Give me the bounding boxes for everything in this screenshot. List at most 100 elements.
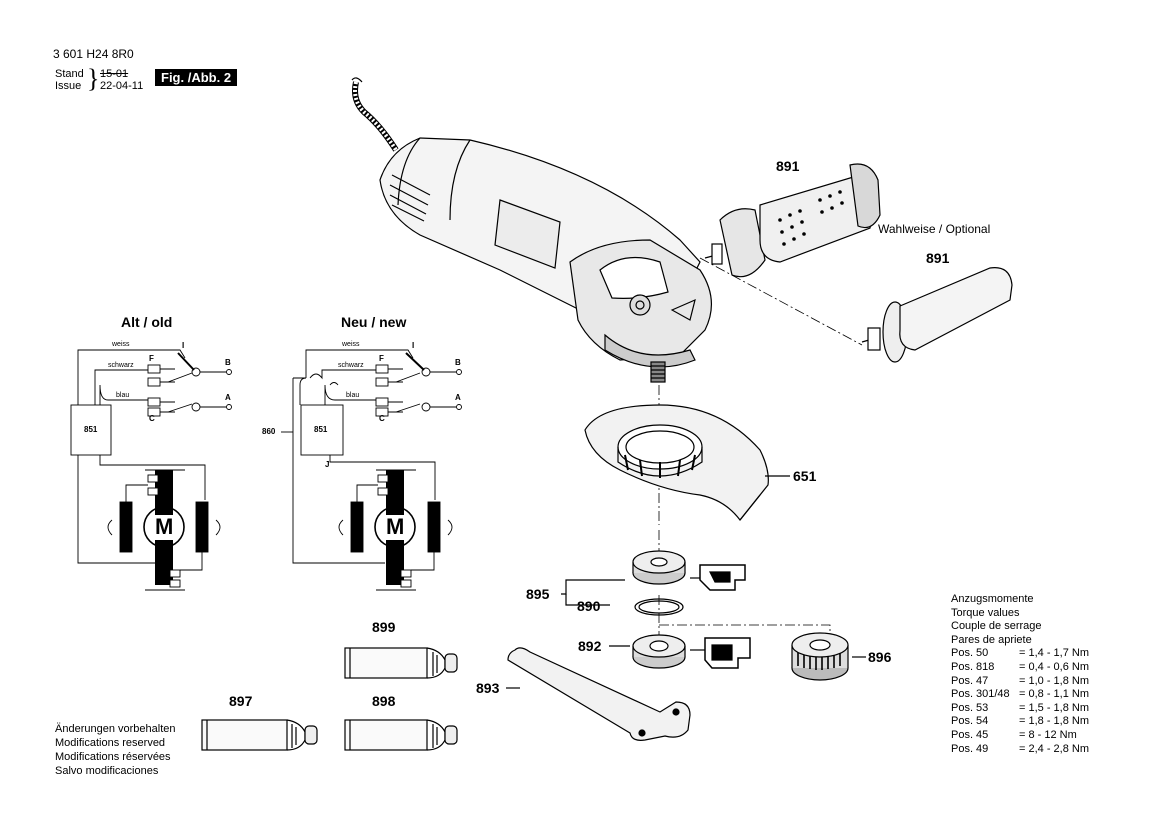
terminal-a-old: A [225, 393, 231, 402]
torque-row: Pos.47 = 1,0 - 1,8 Nm [951, 675, 1089, 689]
torque-row: Pos.301/48 = 0,8 - 1,1 Nm [951, 688, 1089, 702]
terminal-c-new: C [379, 414, 385, 423]
date-old: 15-01 [100, 68, 129, 80]
terminal-f-new: F [379, 354, 384, 363]
terminal-f-old: F [149, 354, 154, 363]
terminal-j-new: J [325, 460, 330, 469]
torque-row: Pos.818 = 0,4 - 0,6 Nm [951, 661, 1089, 675]
torque-val: = 2,4 - 2,8 Nm [1019, 742, 1090, 755]
torque-num: 45 [976, 728, 989, 741]
torque-row: Pos.53 = 1,5 - 1,8 Nm [951, 702, 1089, 716]
angle-grinder [351, 77, 713, 383]
torque-pos: Pos. [951, 647, 974, 660]
torque-val: = 0,8 - 1,1 Nm [1019, 688, 1090, 701]
wiring-old-title: Alt / old [121, 314, 173, 330]
wire-black-new: schwarz [338, 362, 364, 369]
note-line: Modifications réservées [55, 751, 171, 763]
torque-pos: Pos. [951, 728, 974, 741]
torque-values-table: Anzugsmomente Torque values Couple de se… [951, 593, 1089, 756]
issue-dates: 15-01 22-04-11 [100, 68, 143, 92]
part-897: 897 [229, 693, 253, 709]
document-number: 3 601 H24 8R0 [53, 47, 134, 61]
torque-heading: Couple de serrage [951, 620, 1042, 633]
part-895: 895 [526, 586, 550, 602]
grease-tube-897 [201, 719, 318, 751]
torque-row: Pos.54 = 1,8 - 1,8 Nm [951, 715, 1089, 729]
date-new: 22-04-11 [100, 80, 144, 92]
terminal-i-new: I [412, 341, 415, 350]
note-line: Modifications reserved [55, 737, 166, 749]
terminal-i-old: I [182, 341, 185, 350]
modifications-note: Änderungen vorbehalten Modifications res… [55, 722, 175, 778]
handle-891-lower [861, 267, 1013, 363]
torque-pos: Pos. [951, 674, 974, 687]
torque-pos: Pos. [951, 688, 974, 701]
torque-num: 47 [976, 674, 989, 687]
torque-row: Pos.49 = 2,4 - 2,8 Nm [951, 743, 1089, 757]
part-891-upper: 891 [776, 158, 800, 174]
optional-label: Wahlweise / Optional [878, 222, 991, 236]
torque-val: = 1,4 - 1,7 Nm [1019, 647, 1090, 660]
spanner-893 [507, 647, 691, 741]
torque-val: = 1,5 - 1,8 Nm [1019, 701, 1090, 714]
torque-heading: Anzugsmomente [951, 593, 1034, 605]
wiring-diagram-old [70, 349, 232, 591]
motor-old: M [155, 514, 174, 539]
part-890: 890 [577, 598, 601, 614]
torque-pos: Pos. [951, 701, 974, 714]
part-898: 898 [372, 693, 396, 709]
flange-895 [632, 550, 746, 591]
torque-row: Pos.45 = 8 - 12 Nm [951, 729, 1089, 743]
stand-label: Stand [55, 68, 84, 80]
quick-nut-896 [791, 632, 849, 681]
torque-heading: Pares de apriete [951, 633, 1032, 646]
handle-891-upper [704, 163, 881, 278]
stand-issue-labels: Stand Issue [55, 68, 84, 92]
module-851-old: 851 [84, 425, 98, 434]
part-899: 899 [372, 619, 396, 635]
wiring-diagram-new [281, 349, 462, 591]
wiring-new-title: Neu / new [341, 314, 407, 330]
module-860-new: 860 [262, 427, 276, 436]
torque-row: Pos.50 = 1,4 - 1,7 Nm [951, 647, 1089, 661]
brace-icon: } [87, 64, 100, 93]
part-891-lower: 891 [926, 250, 950, 266]
torque-num: 818 [976, 660, 995, 673]
torque-val: = 0,4 - 0,6 Nm [1019, 660, 1090, 673]
torque-val: = 8 - 12 Nm [1019, 728, 1077, 741]
torque-num: 49 [976, 742, 989, 755]
torque-pos: Pos. [951, 660, 974, 673]
wire-white-old: weiss [112, 341, 130, 348]
wire-blue-old: blau [116, 392, 130, 399]
part-893: 893 [476, 680, 500, 696]
torque-pos: Pos. [951, 742, 974, 755]
grease-tube-898 [344, 719, 458, 751]
wire-white-new: weiss [342, 341, 360, 348]
terminal-b-old: B [225, 358, 231, 367]
torque-val: = 1,0 - 1,8 Nm [1019, 674, 1090, 687]
terminal-c-old: C [149, 414, 155, 423]
terminal-b-new: B [455, 358, 461, 367]
figure-label: Fig. /Abb. 2 [155, 69, 238, 86]
torque-num: 50 [976, 647, 989, 660]
torque-pos: Pos. [951, 715, 974, 728]
module-851-new: 851 [314, 425, 328, 434]
wire-blue-new: blau [346, 392, 360, 399]
torque-num: 53 [976, 701, 989, 714]
part-896: 896 [868, 649, 892, 665]
issue-label: Issue [55, 80, 82, 92]
wire-black-old: schwarz [108, 362, 134, 369]
note-line: Salvo modificaciones [55, 765, 159, 777]
terminal-a-new: A [455, 393, 461, 402]
flange-nut-892 [632, 634, 751, 669]
torque-val: = 1,8 - 1,8 Nm [1019, 715, 1090, 728]
o-ring-890 [634, 598, 684, 616]
part-651: 651 [793, 468, 817, 484]
guard-651 [584, 404, 769, 521]
motor-new: M [386, 514, 405, 539]
torque-num: 54 [976, 715, 989, 728]
grease-tube-899 [344, 647, 458, 679]
note-line: Änderungen vorbehalten [55, 723, 176, 735]
torque-num: 301/48 [976, 688, 1010, 701]
